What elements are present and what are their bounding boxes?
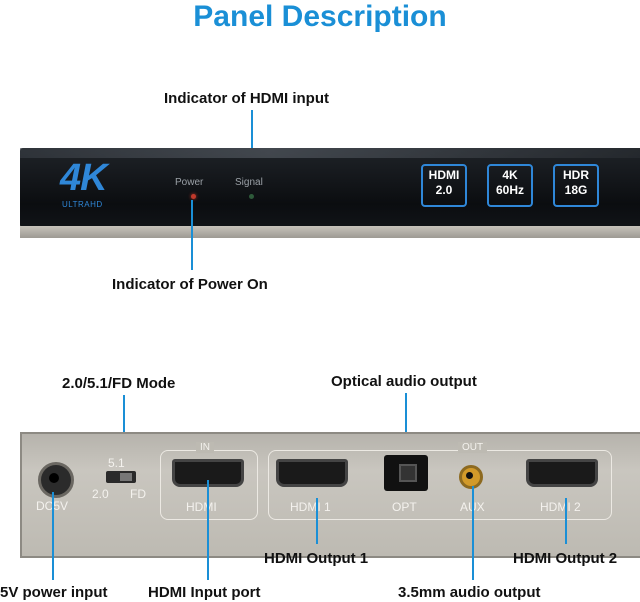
- front-panel: [20, 148, 640, 228]
- callout-hdmi-input-indicator: Indicator of HDMI input: [164, 90, 329, 107]
- callout-line-aux: [472, 486, 474, 580]
- front-panel-base: [20, 226, 640, 238]
- badge-hdmi20: HDMI 2.0: [421, 164, 467, 207]
- callout-line-mode: [123, 395, 125, 457]
- callout-power-indicator: Indicator of Power On: [112, 276, 268, 293]
- power-led-icon: [191, 194, 196, 199]
- callout-line-power: [191, 200, 193, 270]
- optical-port-inner: [399, 464, 417, 482]
- callout-line-power-in: [52, 492, 54, 580]
- in-tag: IN: [196, 442, 214, 453]
- mode-switch-knob: [120, 473, 132, 481]
- out-bracket: [268, 450, 612, 520]
- logo-ultrahd: ULTRAHD: [62, 200, 103, 209]
- callout-hdmi-output-2: HDMI Output 2: [513, 550, 618, 567]
- rear-panel: [20, 432, 640, 558]
- callout-mode: 2.0/5.1/FD Mode: [62, 375, 176, 392]
- signal-led-icon: [249, 194, 254, 199]
- label-opt: OPT: [392, 500, 417, 514]
- callout-hdmi-output-1: HDMI Output 1: [264, 550, 369, 567]
- switch-label-fd: FD: [130, 487, 146, 501]
- dc-jack-hole: [49, 473, 59, 483]
- power-label: Power: [175, 177, 204, 188]
- callout-5v-power: 5V power input: [0, 584, 108, 601]
- signal-label: Signal: [235, 177, 263, 188]
- callout-line-input: [207, 480, 209, 580]
- callout-line-out1: [316, 498, 318, 544]
- callout-hdmi-input: HDMI Input port: [148, 584, 261, 601]
- front-panel-shine: [20, 148, 640, 158]
- callout-line-signal: [251, 110, 253, 178]
- badge-4k60hz: 4K 60Hz: [487, 164, 533, 207]
- label-hdmi2: HDMI 2: [540, 500, 581, 514]
- logo-4k: 4K: [60, 157, 108, 199]
- switch-label-51: 5.1: [108, 456, 125, 470]
- callout-aux: 3.5mm audio output: [398, 584, 541, 601]
- label-hdmi1: HDMI 1: [290, 500, 331, 514]
- hdmi-output-1-port[interactable]: [276, 459, 348, 487]
- page-title: Panel Description: [193, 0, 447, 33]
- switch-label-20: 2.0: [92, 487, 109, 501]
- out-tag: OUT: [458, 442, 488, 453]
- label-hdmi-in: HDMI: [186, 500, 217, 514]
- hdmi-output-2-port[interactable]: [526, 459, 598, 487]
- aux-port-hole: [466, 472, 473, 479]
- callout-optical: Optical audio output: [331, 373, 477, 390]
- badge-hdr18g: HDR 18G: [553, 164, 599, 207]
- callout-line-out2: [565, 498, 567, 544]
- callout-line-optical: [405, 393, 407, 455]
